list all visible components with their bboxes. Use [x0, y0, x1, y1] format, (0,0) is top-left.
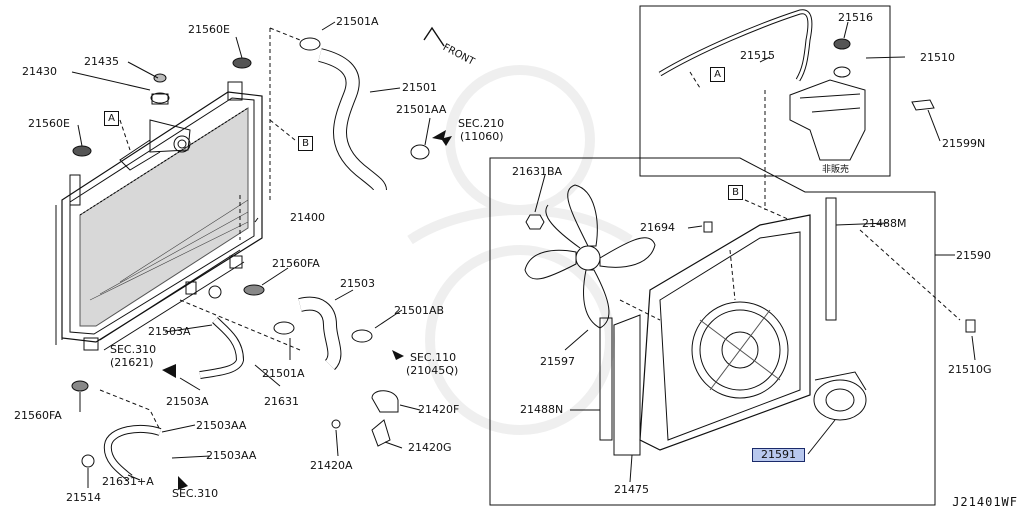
label-21503A-bot: 21503A	[166, 395, 209, 408]
not-for-sale-note: 非販売	[822, 165, 850, 175]
label-21503: 21503	[340, 277, 375, 290]
label-21516: 21516	[838, 11, 873, 24]
front-arrow	[423, 26, 445, 47]
sec310a-line1: SEC.310	[110, 343, 157, 356]
diagram-code: J21401WF	[952, 495, 1018, 509]
sec110-line2: (21045Q)	[406, 364, 459, 377]
label-21400: 21400	[290, 211, 325, 224]
fan-assembly-frame	[489, 157, 936, 506]
label-21560FA-mid: 21560FA	[272, 257, 320, 270]
label-21515: 21515	[740, 49, 775, 62]
label-21591-highlight[interactable]: 21591	[752, 448, 805, 462]
label-21501A-bot: 21501A	[262, 367, 305, 380]
label-21501AB: 21501AB	[394, 304, 445, 317]
label-21631A: 21631+A	[102, 475, 154, 488]
box-b-radiator: B	[298, 136, 313, 151]
label-21488N: 21488N	[520, 403, 564, 416]
box-a-reservoir: A	[710, 67, 725, 82]
radiator	[55, 81, 263, 351]
clamp-21501AA	[410, 144, 430, 160]
label-21599N	[911, 99, 935, 111]
label-21631: 21631	[264, 395, 299, 408]
pad-21435	[153, 73, 167, 83]
box-a-radiator: A	[104, 111, 119, 126]
box-b-shroud: B	[728, 185, 743, 200]
sec210-arrow	[432, 130, 452, 146]
sec310a-line2: (21621)	[110, 356, 154, 369]
label-21514: 21514	[66, 491, 101, 504]
sec310a-arrow	[162, 364, 176, 378]
clamp-21420F	[371, 390, 399, 413]
bolt-21510G	[965, 319, 976, 333]
label-21420G: 21420G	[408, 441, 452, 454]
label-21560E-left: 21560E	[28, 117, 70, 130]
label-21503A-top: 21503A	[148, 325, 191, 338]
sec210-line1: SEC.210	[458, 117, 505, 130]
label-21420A: 21420A	[310, 459, 353, 472]
hose-21515	[658, 9, 813, 82]
label-21503AA-2: 21503AA	[206, 449, 257, 462]
label-21430: 21430	[22, 65, 57, 78]
label-21510: 21510	[920, 51, 955, 64]
grommet-21560FA-bot	[71, 380, 89, 392]
bolt-21694	[703, 221, 713, 233]
reservoir-21510	[789, 38, 866, 161]
cap-21516	[833, 38, 851, 50]
seal-21488N	[599, 317, 613, 441]
label-21590: 21590	[956, 249, 991, 262]
label-21599N: 21599N	[942, 137, 986, 150]
grommet-21560E-top	[232, 57, 252, 69]
label-21503AA-1: 21503AA	[196, 419, 247, 432]
grommet-21560E-left	[72, 145, 92, 157]
label-21475: 21475	[614, 483, 649, 496]
label-21694: 21694	[640, 221, 675, 234]
label-21560E-top: 21560E	[188, 23, 230, 36]
label-21501: 21501	[402, 81, 437, 94]
label-21597: 21597	[540, 355, 575, 368]
label-21510G: 21510G	[948, 363, 992, 376]
nut-21631BA	[525, 214, 545, 230]
sec310b: SEC.310	[172, 487, 219, 500]
label-21560FA-bot: 21560FA	[14, 409, 62, 422]
label-21420F: 21420F	[418, 403, 460, 416]
label-21501A: 21501A	[336, 15, 379, 28]
watermark-emblem	[407, 65, 633, 435]
label-21435: 21435	[84, 55, 119, 68]
seal-21488M	[825, 197, 837, 321]
clip-21420G	[371, 419, 391, 447]
grommet-21560FA-mid	[243, 284, 265, 296]
sec110-arrow	[392, 350, 404, 360]
label-21488M: 21488M	[862, 217, 907, 230]
label-21501AA: 21501AA	[396, 103, 447, 116]
sec310b-arrow	[178, 476, 188, 490]
sec210-line2: (11060)	[460, 130, 504, 143]
label-21631BA: 21631BA	[512, 165, 563, 178]
motor-21591	[813, 371, 867, 421]
cap-21430	[150, 92, 170, 104]
sec110-line1: SEC.110	[410, 351, 457, 364]
